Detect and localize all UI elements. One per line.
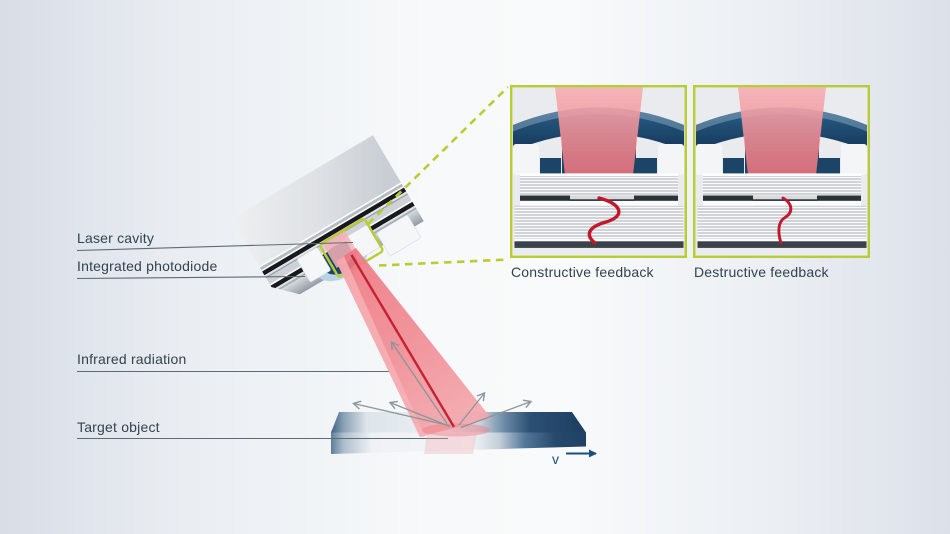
infrared-beam <box>336 248 491 454</box>
zoom-dash-bottom <box>378 258 509 267</box>
beam-edge-highlight <box>336 256 425 437</box>
zoom-connectors <box>367 86 509 267</box>
leader-laser-cavity <box>76 241 354 252</box>
caption-destructive-feedback: Destructive feedback <box>694 264 829 280</box>
leader-integrated-photodiode <box>76 275 306 280</box>
beam-cone <box>336 248 491 437</box>
feedback-arrow <box>390 340 448 424</box>
scatter-arrows <box>352 340 533 429</box>
emitter-block-far <box>376 215 421 256</box>
velocity-label: v <box>552 451 559 467</box>
leader-lines <box>76 241 448 440</box>
label-infrared-radiation: Infrared radiation <box>77 351 187 367</box>
zoom-dash-top <box>367 86 509 225</box>
destructive-wave <box>777 196 793 245</box>
inset-constructive <box>510 84 687 258</box>
scatter-arrow-3 <box>458 391 486 426</box>
emitter-block-left <box>297 247 331 283</box>
label-target-object: Target object <box>77 419 160 435</box>
constructive-wave <box>587 196 621 245</box>
scatter-arrow-2 <box>388 400 451 428</box>
caption-constructive-feedback: Constructive feedback <box>511 264 654 280</box>
beam-impact-glow <box>422 423 490 437</box>
scatter-arrow-4 <box>460 399 533 429</box>
inset-destructive <box>693 84 870 258</box>
label-integrated-photodiode: Integrated photodiode <box>77 258 218 274</box>
scatter-arrow-1 <box>352 400 450 427</box>
emitted-ray <box>350 254 456 428</box>
label-laser-cavity: Laser cavity <box>77 230 155 246</box>
laser-device <box>231 135 424 306</box>
beam-front-glow <box>424 433 477 454</box>
target-front-face <box>331 432 586 454</box>
